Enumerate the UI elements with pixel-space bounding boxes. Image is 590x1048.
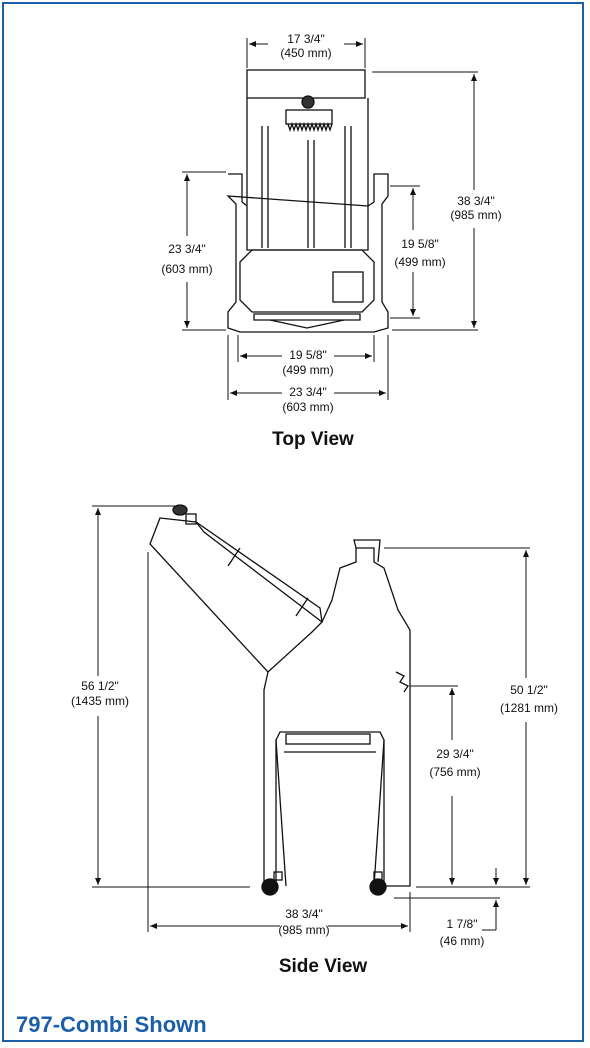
top-view-drawing <box>226 69 389 333</box>
clearance-in: 1 7/8" <box>447 917 478 931</box>
left-depth-in: 23 3/4" <box>168 242 206 256</box>
inner-depth-mm: (499 mm) <box>394 255 445 269</box>
knob-side-icon <box>172 504 188 516</box>
side-view-title: Side View <box>279 956 368 977</box>
side-view-labels: 56 1/2" (1435 mm) 50 1/2" (1281 mm) 29 3… <box>71 679 558 977</box>
total-height-mm: (1435 mm) <box>71 694 129 708</box>
handle-height-in: 29 3/4" <box>436 747 474 761</box>
inner-depth-in: 19 5/8" <box>401 237 439 251</box>
overall-depth-mm: (985 mm) <box>450 208 501 222</box>
total-height-in: 56 1/2" <box>81 679 119 693</box>
length-mm: (985 mm) <box>278 923 329 937</box>
control-panel <box>332 271 364 303</box>
top-view-title: Top View <box>272 429 354 450</box>
side-view-dimensions <box>92 505 530 932</box>
comb-bracket <box>285 109 333 125</box>
side-view-drawing <box>149 504 411 896</box>
front-wheel-icon <box>261 878 279 896</box>
chute-outline <box>149 517 323 673</box>
rear-wheel-icon <box>369 878 387 896</box>
inner-width-mm: (499 mm) <box>282 363 333 377</box>
left-depth-mm: (603 mm) <box>161 262 212 276</box>
model-caption: 797-Combi Shown <box>16 1012 207 1037</box>
body-height-in: 50 1/2" <box>510 683 548 697</box>
knob-icon <box>301 95 315 109</box>
handle-height-mm: (756 mm) <box>429 765 480 779</box>
side-tray <box>285 733 371 745</box>
overall-depth-in: 38 3/4" <box>457 194 495 208</box>
body-height-mm: (1281 mm) <box>500 701 558 715</box>
clearance-mm: (46 mm) <box>440 934 485 948</box>
length-in: 38 3/4" <box>285 907 323 921</box>
lower-housing <box>239 249 375 313</box>
side-body-outline <box>263 547 411 887</box>
top-hopper-outline <box>246 69 366 99</box>
inner-width-in: 19 5/8" <box>289 348 327 362</box>
top-width-mm: (450 mm) <box>280 46 331 60</box>
top-frame-outline <box>226 173 389 333</box>
top-view-dimensions <box>182 38 478 400</box>
outer-width-mm: (603 mm) <box>282 400 333 414</box>
outer-width-in: 23 3/4" <box>289 385 327 399</box>
page-frame <box>2 2 584 1042</box>
top-width-in: 17 3/4" <box>287 32 325 46</box>
top-view-labels: 17 3/4" (450 mm) 38 3/4" (985 mm) 23 3/4… <box>161 32 501 450</box>
